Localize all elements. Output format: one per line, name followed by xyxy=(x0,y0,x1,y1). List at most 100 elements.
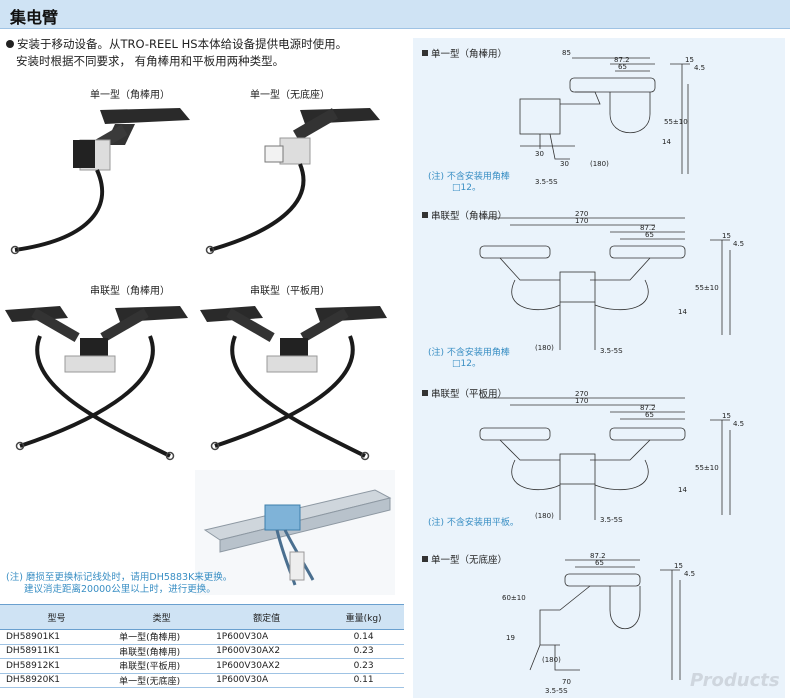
drawing-1-note-line-2: □12。 xyxy=(452,183,481,193)
cell-model: DH58912K1 xyxy=(0,658,114,674)
dim-label: 4.5 xyxy=(684,570,695,578)
dim-label: 15 xyxy=(685,56,694,64)
photo-caption-4: 串联型（平板用） xyxy=(250,286,330,297)
photo-caption-3: 串联型（角棒用） xyxy=(90,286,170,297)
dim-label: 55±10 xyxy=(664,118,688,126)
dim-label: 4.5 xyxy=(733,420,744,428)
cell-model: DH58920K1 xyxy=(0,673,114,688)
dim-label: 270 xyxy=(575,390,588,398)
cell-weight: 0.14 xyxy=(323,629,404,645)
dim-label: 87.2 xyxy=(590,552,606,560)
cell-rating: 1P600V30AX2 xyxy=(210,644,324,659)
bullet-icon xyxy=(6,40,14,48)
drawing-2-diagram: 270 170 87.2 65 15 4.5 (180) 3.5-5S 14 5… xyxy=(479,210,744,355)
page-title: 集电臂 xyxy=(10,8,59,27)
dim-label: 3.5-5S xyxy=(535,178,558,186)
drawings-panel xyxy=(413,38,785,698)
watermark-logo: Products xyxy=(690,670,780,691)
dim-label: 65 xyxy=(645,231,654,239)
dim-label: 4.5 xyxy=(733,240,744,248)
dim-label: 70 xyxy=(562,678,571,686)
dim-label: 60±10 xyxy=(502,594,526,602)
drawing-2-title: 串联型（角棒用） xyxy=(422,208,507,222)
table-row: DH58912K1 串联型(平板用) 1P600V30AX2 0.23 xyxy=(0,658,404,674)
cell-type: 单一型(角棒用) xyxy=(113,629,211,645)
drawing-1-diagram: 85 87.2 65 15 4.5 30 30 (180) 3.5-5S 14 … xyxy=(519,49,705,186)
cell-weight: 0.11 xyxy=(323,673,404,688)
dim-label: 87.2 xyxy=(640,224,656,232)
photo-caption-1: 单一型（角棒用） xyxy=(90,90,170,101)
drawing-1-note-line-1: (注) 不含安装用角棒 xyxy=(428,172,510,182)
dim-label: 4.5 xyxy=(694,64,705,72)
dim-label: 87.2 xyxy=(640,404,656,412)
square-bullet-icon xyxy=(422,212,428,218)
col-header-type: 类型 xyxy=(113,604,211,630)
dim-label: 14 xyxy=(678,308,687,316)
dim-label: 87.2 xyxy=(614,56,630,64)
photo-caption-2: 单一型（无底座） xyxy=(250,90,330,101)
dim-label: 30 xyxy=(560,160,569,168)
dim-label: 170 xyxy=(575,217,588,225)
dim-label: 30 xyxy=(535,150,544,158)
intro-line-2: 安装时根据不同要求， 有角棒用和平板用两种类型。 xyxy=(16,54,285,68)
dim-label: 270 xyxy=(575,210,588,218)
dim-label: 14 xyxy=(662,138,671,146)
spec-table: 型号 类型 额定值 重量(kg) DH58901K1 单一型(角棒用) 1P60… xyxy=(0,604,404,688)
table-row: DH58901K1 单一型(角棒用) 1P600V30A 0.14 xyxy=(0,629,404,645)
cell-weight: 0.23 xyxy=(323,658,404,674)
dim-label: 19 xyxy=(506,634,515,642)
drawing-2-note-line-1: (注) 不含安装用角棒 xyxy=(428,348,510,358)
table-header-row: 型号 类型 额定值 重量(kg) xyxy=(0,604,404,630)
table-row: DH58920K1 单一型(无底座) 1P600V30A 0.11 xyxy=(0,673,404,688)
dim-label: 65 xyxy=(595,559,604,567)
dim-label: (180) xyxy=(590,160,609,168)
drawing-3-title: 串联型（平板用） xyxy=(422,386,507,400)
dim-label: 55±10 xyxy=(695,464,719,472)
dim-label: 65 xyxy=(645,411,654,419)
cell-type: 串联型(平板用) xyxy=(113,658,211,674)
col-header-model: 型号 xyxy=(0,604,114,630)
square-bullet-icon xyxy=(422,556,428,562)
dim-label: 3.5-5S xyxy=(600,516,623,524)
square-bullet-icon xyxy=(422,50,428,56)
collector-arm-photo-3 xyxy=(5,306,188,461)
collector-arm-photo-2 xyxy=(205,108,380,255)
cell-model: DH58911K1 xyxy=(0,644,114,659)
cell-rating: 1P600V30A xyxy=(210,673,324,688)
drawing-4-title: 单一型（无底座） xyxy=(422,552,507,566)
drawing-3-title-text: 串联型（平板用） xyxy=(431,389,508,400)
square-bullet-icon xyxy=(422,390,428,396)
dim-label: 3.5-5S xyxy=(545,687,568,695)
replacement-note-line-2: 建议消走距离20000公里以上时，进行更换。 xyxy=(24,584,216,595)
dim-label: 65 xyxy=(618,63,627,71)
cell-type: 串联型(角棒用) xyxy=(113,644,211,659)
installation-illustration xyxy=(195,470,395,595)
drawing-2-note-line-2: □12。 xyxy=(452,359,481,369)
drawing-1-title-text: 单一型（角棒用） xyxy=(431,49,508,60)
replacement-note-line-1: (注) 磨损至更换标记线处时，请用DH5883K来更换。 xyxy=(6,572,233,583)
replacement-note: (注) 磨损至更换标记线处时，请用DH5883K来更换。 建议消走距离20000… xyxy=(6,572,306,596)
drawing-4-title-text: 单一型（无底座） xyxy=(431,555,508,566)
dim-label: (180) xyxy=(535,344,554,352)
col-header-rating: 额定值 xyxy=(210,604,324,630)
dim-label: 15 xyxy=(674,562,683,570)
dim-label: 170 xyxy=(575,397,588,405)
drawing-1-title: 单一型（角棒用） xyxy=(422,46,507,60)
drawing-3-diagram: 270 170 87.2 65 15 4.5 (180) 3.5-5S 14 5… xyxy=(479,390,744,524)
dim-label: 15 xyxy=(722,412,731,420)
dim-label: 15 xyxy=(722,232,731,240)
drawing-2-title-text: 串联型（角棒用） xyxy=(431,211,508,222)
drawing-2-note: (注) 不含安装用角棒 □12。 xyxy=(428,348,510,370)
dim-label: 3.5-5S xyxy=(600,347,623,355)
intro-line-1: 安装于移动设备。从TRO-REEL HS本体给设备提供电源时使用。 xyxy=(17,37,348,51)
cell-rating: 1P600V30AX2 xyxy=(210,658,324,674)
drawing-3-note: (注) 不含安装用平板。 xyxy=(428,518,519,528)
collector-arm-photo-1 xyxy=(10,108,190,255)
col-header-weight: 重量(kg) xyxy=(323,604,404,630)
cell-model: DH58901K1 xyxy=(0,629,114,645)
cell-type: 单一型(无底座) xyxy=(113,673,211,688)
dim-label: (180) xyxy=(542,656,561,664)
table-row: DH58911K1 串联型(角棒用) 1P600V30AX2 0.23 xyxy=(0,644,404,659)
dim-label: 14 xyxy=(678,486,687,494)
page-header: 集电臂 xyxy=(0,0,790,29)
